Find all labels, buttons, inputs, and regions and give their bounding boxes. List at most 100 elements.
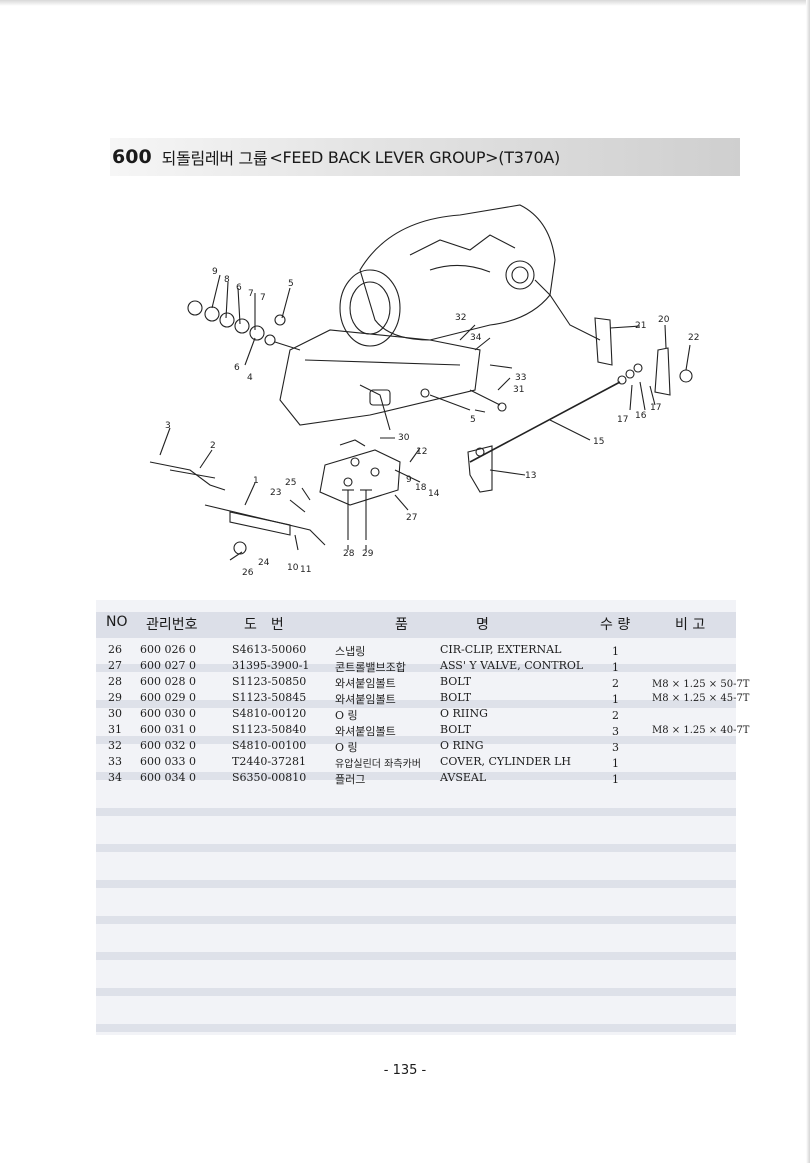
table-cell-name-en: O RIING [440, 707, 488, 720]
callout-22: 22 [688, 333, 699, 343]
callout-9: 9 [212, 267, 218, 277]
callout-29: 29 [362, 549, 374, 559]
housing-bore [339, 269, 401, 347]
header-quantity: 수 량 [600, 617, 631, 633]
table-cell-mgmt: 600 030 0 [140, 707, 196, 720]
table-cell-part: S1123-50850 [232, 675, 307, 688]
table-cell-mgmt: 600 034 0 [140, 771, 196, 784]
callout-11: 11 [300, 565, 311, 575]
table-cell-qty: 3 [612, 725, 619, 738]
table-cell-no: 27 [108, 659, 122, 672]
section-number: 600 [112, 146, 152, 168]
table-cell-name-en: O RING [440, 739, 484, 752]
table-cell-qty: 1 [612, 645, 619, 658]
table-cell-no: 30 [108, 707, 122, 720]
callout-6: 6 [236, 283, 242, 293]
table-cell-qty: 3 [612, 741, 619, 754]
callout-23: 23 [270, 488, 281, 498]
table-cell-part: S1123-50845 [232, 691, 307, 704]
callout-32: 32 [455, 313, 466, 323]
table-header-row [96, 612, 736, 638]
table-cell-qty: 2 [612, 709, 619, 722]
header-part-number: 도 번 [244, 617, 284, 633]
table-cell-mgmt: 600 033 0 [140, 755, 196, 768]
callout-21: 21 [635, 321, 646, 331]
table-cell-remark: M8 × 1.25 × 50-7T [652, 679, 750, 690]
table-cell-mgmt: 600 027 0 [140, 659, 196, 672]
lever-13 [467, 445, 493, 493]
rod [469, 381, 621, 463]
table-cell-part: S4810-00100 [232, 739, 307, 752]
table-cell-qty: 1 [612, 773, 619, 786]
exploded-parts-diagram: 9 8 6 7 7 5 6 4 3 2 1 25 23 24 26 10 11 … [130, 200, 740, 585]
table-cell-mgmt: 600 026 0 [140, 643, 196, 656]
header-name-a: 품 [395, 617, 408, 633]
callout-7: 7 [248, 289, 254, 299]
scan-edge-top [0, 0, 810, 6]
control-valve [319, 449, 401, 506]
callout-9b: 9 [406, 475, 412, 485]
callout-34: 34 [470, 333, 482, 343]
table-cell-name-en: BOLT [440, 675, 472, 688]
section-title-en: <FEED BACK LEVER GROUP>(T370A) [269, 147, 560, 167]
callout-27: 27 [406, 513, 417, 523]
engine-housing [359, 204, 556, 341]
table-cell-name-kr: 와셔붙임볼트 [335, 693, 396, 706]
header-remark: 비 고 [675, 617, 706, 633]
table-cell-name-kr: O 링 [335, 741, 358, 754]
callout-25: 25 [285, 478, 296, 488]
table-cell-name-en: CIR-CLIP, EXTERNAL [440, 643, 562, 656]
table-cell-part: S1123-50840 [232, 723, 307, 736]
table-cell-name-en: BOLT [440, 691, 472, 704]
table-cell-no: 29 [108, 691, 122, 704]
table-cell-name-en: AVSEAL [440, 771, 487, 784]
table-cell-name-en: ASS' Y VALVE, CONTROL [440, 659, 584, 672]
table-cell-part: S4810-00120 [232, 707, 307, 720]
page-number: - 135 - [383, 1063, 427, 1078]
section-title: 600 되돌림레버 그룹 <FEED BACK LEVER GROUP>(T37… [112, 143, 560, 171]
header-name-b: 명 [476, 617, 489, 633]
callout-5: 5 [288, 279, 294, 289]
callout-6b: 6 [234, 363, 240, 373]
callout-17: 17 [650, 403, 661, 413]
table-cell-no: 26 [108, 643, 122, 656]
table-cell-name-en: COVER, CYLINDER LH [440, 755, 571, 768]
table-cell-remark: M8 × 1.25 × 45-7T [652, 693, 750, 704]
table-cell-name-kr: 플러그 [335, 773, 366, 786]
lift-arm [279, 329, 481, 426]
callout-17b: 17 [617, 415, 628, 425]
table-cell-mgmt: 600 032 0 [140, 739, 196, 752]
header-mgmt-number: 관리번호 [146, 617, 198, 633]
table-cell-name-kr: O 링 [335, 709, 358, 722]
table-cell-qty: 1 [612, 757, 619, 770]
callout-3: 3 [165, 421, 171, 431]
table-cell-no: 34 [108, 771, 122, 784]
callout-12: 12 [416, 447, 427, 457]
callout-31: 31 [513, 385, 524, 395]
linkage-1 [204, 504, 326, 546]
callout-14: 14 [428, 489, 440, 499]
callout-5b: 5 [470, 415, 476, 425]
table-cell-qty: 1 [612, 693, 619, 706]
header-no: NO [106, 614, 128, 630]
table-cell-qty: 1 [612, 661, 619, 674]
table-cell-mgmt: 600 031 0 [140, 723, 196, 736]
table-cell-mgmt: 600 028 0 [140, 675, 196, 688]
bracket-20 [654, 347, 671, 396]
table-cell-part: T2440-37281 [232, 755, 307, 768]
table-cell-mgmt: 600 029 0 [140, 691, 196, 704]
callout-30: 30 [398, 433, 410, 443]
table-cell-name-kr: 유압실린더 좌측카버 [335, 759, 421, 770]
callout-16: 16 [635, 411, 647, 421]
callout-26: 26 [242, 568, 254, 578]
parts-table-background [96, 600, 736, 1035]
callout-33: 33 [515, 373, 526, 383]
table-cell-name-kr: 스냅링 [335, 645, 366, 658]
callout-10: 10 [287, 563, 299, 573]
table-cell-name-en: BOLT [440, 723, 472, 736]
table-cell-remark: M8 × 1.25 × 40-7T [652, 725, 750, 736]
table-cell-name-kr: 와셔붙임볼트 [335, 725, 396, 738]
callout-28: 28 [343, 549, 355, 559]
callout-13: 13 [525, 471, 536, 481]
callout-4: 4 [247, 373, 253, 383]
